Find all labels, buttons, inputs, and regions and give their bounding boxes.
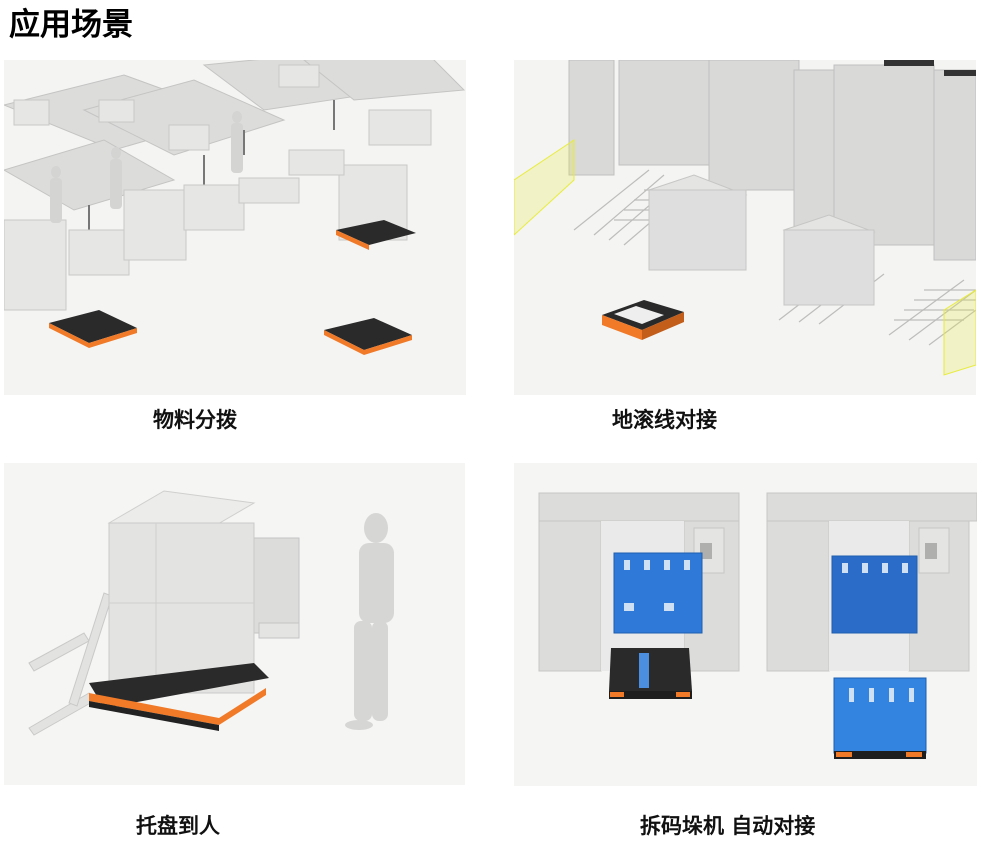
scene-caption-material-sorting: 物料分拨	[153, 408, 237, 432]
page-title: 应用场景	[9, 7, 133, 43]
scene-image-material-sorting	[4, 60, 466, 395]
roller-docking-illustration	[514, 60, 976, 395]
stacker-docking-illustration	[514, 463, 977, 786]
material-sorting-illustration	[4, 60, 466, 395]
scene-image-pallet-to-person	[4, 463, 465, 785]
scene-caption-pallet-to-person: 托盘到人	[136, 814, 220, 838]
scene-image-roller-docking	[514, 60, 976, 395]
scene-caption-roller-docking: 地滚线对接	[612, 408, 717, 432]
scene-image-stacker-docking	[514, 463, 977, 786]
pallet-to-person-illustration	[4, 463, 465, 785]
scene-caption-stacker-docking: 拆码垛机 自动对接	[640, 814, 816, 838]
